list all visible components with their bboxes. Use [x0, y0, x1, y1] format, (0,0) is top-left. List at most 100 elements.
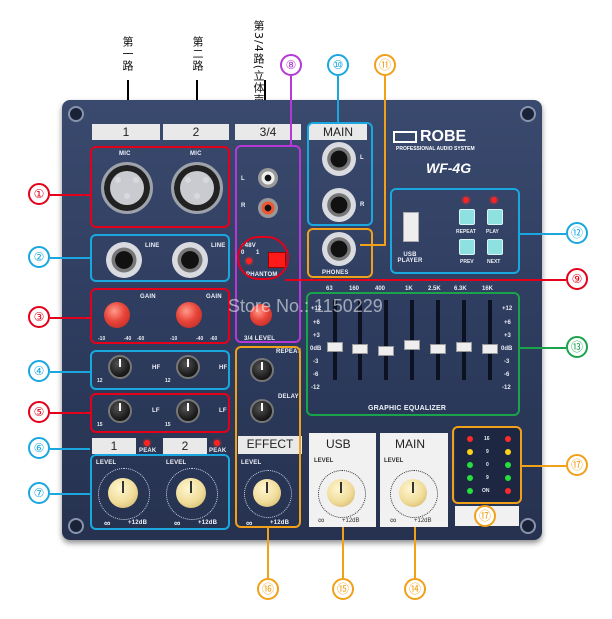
ch34-section-box [235, 145, 301, 343]
gain-section-box [90, 288, 230, 344]
repeat-button[interactable] [459, 209, 475, 225]
gain-knob-1[interactable] [104, 302, 130, 328]
annotation-2: ② [28, 246, 50, 268]
line-input-2[interactable] [172, 242, 208, 278]
annotation-17a: ⑰ [566, 454, 588, 476]
r-label: R [241, 203, 246, 209]
level-knob-1[interactable] [108, 478, 138, 508]
peak-label-1: PEAK [139, 448, 157, 454]
lf-knob-1[interactable] [108, 399, 132, 423]
gain-knob-2[interactable] [176, 302, 202, 328]
annotation-3: ③ [28, 306, 50, 328]
screw-hole-bottom-right [520, 518, 536, 534]
eq-fader-160[interactable] [352, 300, 368, 380]
level-ticks-usb [318, 470, 366, 518]
arrow-ch2 [196, 80, 198, 112]
arrow-17 [522, 465, 566, 467]
model-name: WF-4G [426, 160, 472, 176]
next-button-label: NEXT [487, 259, 501, 265]
eq-db-left-6: -12 [311, 385, 320, 391]
gain-label-2: GAIN [206, 294, 222, 300]
l-label: L [241, 176, 245, 182]
eq-db-right-1: +6 [504, 320, 511, 326]
eq-fader-2-5k[interactable] [430, 300, 446, 380]
arrow-8 [290, 76, 292, 146]
usb-player-label: USB PLAYER [397, 252, 423, 264]
main-level-knob[interactable] [399, 479, 427, 507]
annotation-6: ⑥ [28, 437, 50, 459]
eq-fader-63[interactable] [327, 300, 343, 380]
gain-scale-1c: -60 [137, 336, 145, 342]
hf-knob-2[interactable] [176, 355, 200, 379]
eq-fader-6-3k[interactable] [456, 300, 472, 380]
annotation-4: ④ [28, 360, 50, 382]
eq-db-left-0: +12 [311, 306, 322, 312]
lf-knob-2[interactable] [176, 399, 200, 423]
arrow-ch34 [264, 80, 266, 112]
repeat-knob[interactable] [250, 358, 274, 382]
arrow-13 [520, 347, 566, 349]
usb-level-knob[interactable] [327, 479, 355, 507]
lf-section-box [90, 393, 230, 433]
xlr-input-2[interactable] [171, 162, 223, 214]
delay-knob[interactable] [250, 399, 274, 423]
store-watermark: Store No.: 1150229 [228, 296, 383, 316]
annotation-10: ⑩ [327, 54, 349, 76]
main-out-right[interactable] [322, 188, 356, 222]
meter-mark-16: 16 [484, 436, 490, 442]
channel34-callout: 第3/4路(立体声) [252, 20, 265, 112]
meter-led-r-3 [505, 462, 511, 468]
repeat-led [463, 197, 469, 203]
eq-fader-16k[interactable] [482, 300, 498, 380]
gain-scale-1b: -40 [124, 336, 132, 342]
level-34-knob[interactable] [250, 304, 272, 326]
annotation-17b: ⑰ [474, 505, 496, 527]
main-out-left[interactable] [322, 142, 356, 176]
level-ticks-main [390, 470, 438, 518]
annotation-12: ⑫ [566, 222, 588, 244]
graphic-eq-label: GRAPHIC EQUALIZER [368, 405, 447, 412]
play-button-label: PLAY [486, 229, 499, 235]
usb-port[interactable] [403, 212, 419, 242]
phones-jack[interactable] [322, 232, 356, 266]
phones-box [307, 228, 373, 278]
level-knob-2[interactable] [176, 478, 206, 508]
arrow-2 [50, 257, 90, 259]
prev-button-label: PREV [460, 259, 474, 265]
arrow-14 [414, 527, 416, 578]
level-max-effect: +12dB [270, 520, 290, 526]
hf-knob-1[interactable] [108, 355, 132, 379]
strip-ch34: 3/4 [235, 124, 301, 140]
prev-button[interactable] [459, 239, 475, 255]
level-min-1: ∞ [104, 518, 111, 528]
gain-label-1: GAIN [140, 294, 156, 300]
phantom-label: PHANTOM [246, 272, 278, 278]
meter-led-r-4 [505, 475, 511, 481]
annotation-9: ⑨ [566, 268, 588, 290]
level-label-2: LEVEL [166, 460, 187, 466]
gain-scale-2a: -10 [170, 336, 178, 342]
channel2-callout: 第二路 [191, 36, 204, 72]
mic-label-1: MIC [119, 151, 131, 157]
level-min-2: ∞ [174, 518, 181, 528]
level-ticks-effect [244, 470, 292, 518]
next-button[interactable] [487, 239, 503, 255]
eq-fader-400[interactable] [378, 300, 394, 380]
brand-name: ROBE [420, 128, 467, 145]
line-input-1[interactable] [106, 242, 142, 278]
arrow-6 [50, 448, 90, 450]
play-button[interactable] [487, 209, 503, 225]
rca-left-input[interactable] [258, 168, 278, 188]
eq-fader-1k[interactable] [404, 300, 420, 380]
delay-label: DELAY [278, 394, 299, 400]
level-label-effect: LEVEL [241, 460, 262, 466]
xlr-input-1[interactable] [101, 162, 153, 214]
effect-level-knob[interactable] [253, 479, 281, 507]
screw-hole-top-left [68, 106, 84, 122]
lf-label-1: LF [152, 408, 160, 414]
eq-freq-6-3k: 6.3K [454, 286, 467, 292]
rca-right-input[interactable] [258, 198, 278, 218]
level-min-effect: ∞ [246, 518, 253, 528]
lf-scale-1: 15 [97, 422, 103, 428]
meter-led-l-2 [467, 449, 473, 455]
